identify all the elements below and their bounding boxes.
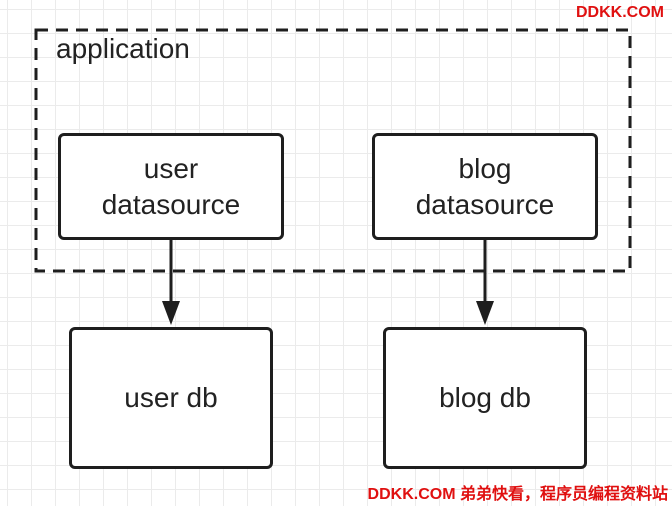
- user-datasource-line2: datasource: [101, 188, 241, 220]
- watermark-bottom: DDKK.COM 弟弟快看，程序员编程资料站: [367, 486, 668, 503]
- blog-db-label: blog db: [439, 382, 531, 413]
- blog-datasource-line2: datasource: [415, 188, 555, 220]
- application-container-border: [34, 28, 632, 273]
- user-datasource-node: user datasource: [58, 133, 284, 240]
- user-datasource-line1: user: [143, 152, 199, 184]
- blog-datasource-line1: blog: [458, 152, 512, 184]
- blog-db-node: blog db: [383, 327, 587, 469]
- watermark-top: DDKK.COM: [576, 4, 664, 21]
- application-label: application: [56, 33, 190, 64]
- user-db-node: user db: [69, 327, 273, 469]
- arrow-user-head: [162, 301, 180, 325]
- user-db-label: user db: [124, 382, 218, 413]
- arrow-blog-head: [476, 301, 494, 325]
- blog-datasource-node: blog datasource: [372, 133, 598, 240]
